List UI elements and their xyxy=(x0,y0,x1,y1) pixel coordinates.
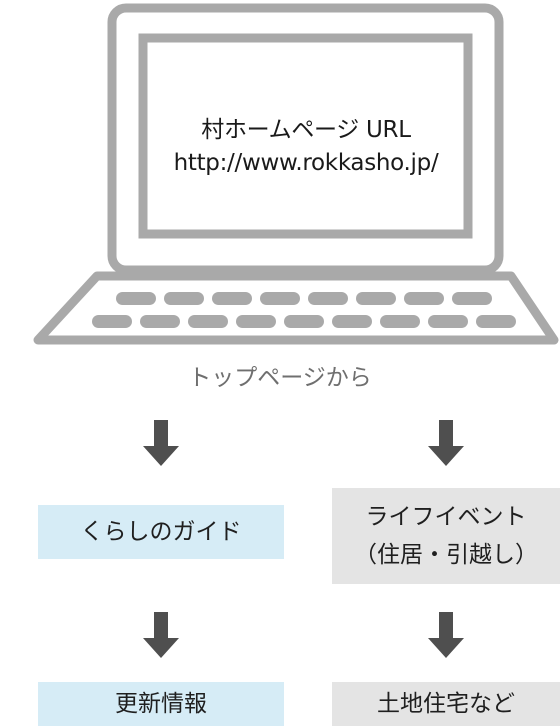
life-event-box: ライフイベント （住居・引越し） xyxy=(332,488,560,584)
screen-url: http://www.rokkasho.jp/ xyxy=(173,150,439,176)
key-row-1 xyxy=(116,292,492,305)
down-arrow-icon xyxy=(143,612,179,658)
life-guide-label: くらしのガイド xyxy=(80,519,242,545)
life-guide-box: くらしのガイド xyxy=(38,505,284,559)
life-event-label: ライフイベント xyxy=(365,504,527,530)
land-housing-label: 土地住宅など xyxy=(377,691,515,717)
screen-area xyxy=(138,33,473,239)
down-arrow-icon xyxy=(428,612,464,658)
screen-title: 村ホームページ URL xyxy=(201,117,411,143)
keyboard-base xyxy=(33,271,559,345)
laptop-illustration xyxy=(33,3,559,345)
update-info-box: 更新情報 xyxy=(38,682,284,726)
caption-from-top-page: トップページから xyxy=(188,365,372,391)
down-arrow-icon xyxy=(143,420,179,466)
land-housing-box: 土地住宅など xyxy=(332,682,560,726)
key-row-2 xyxy=(92,315,516,328)
down-arrow-icon xyxy=(428,420,464,466)
life-event-sublabel: （住居・引越し） xyxy=(354,542,538,568)
update-info-label: 更新情報 xyxy=(115,691,207,717)
